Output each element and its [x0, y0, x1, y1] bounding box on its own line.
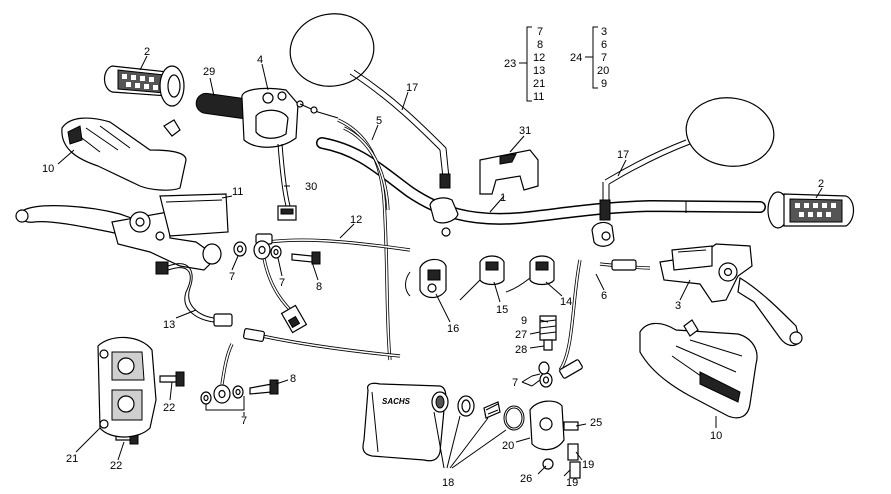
callout: 7: [241, 415, 247, 427]
callout: 17: [617, 149, 629, 161]
seal-kit: [431, 391, 525, 469]
kit-24-item: 9: [601, 78, 607, 90]
master-cylinder-right: [659, 243, 803, 347]
switches-15-14: [459, 255, 555, 301]
cables: [220, 118, 651, 385]
callout: 31: [519, 125, 531, 137]
leader-lines: [57, 55, 823, 477]
callout: 7: [279, 277, 285, 289]
kit-23-item: 12: [533, 52, 545, 64]
kit-23-label: 23: [504, 58, 516, 70]
clutch-switch: [405, 258, 447, 299]
callout: 4: [257, 54, 263, 66]
callout: 2: [144, 46, 150, 58]
hose-fittings: [243, 233, 637, 379]
callout: 29: [203, 66, 215, 78]
callout: 10: [710, 430, 722, 442]
callout: 19: [566, 477, 578, 489]
callout: 19: [582, 459, 594, 471]
callout: 2: [818, 178, 824, 190]
callout: 21: [66, 453, 78, 465]
callout: 13: [163, 319, 175, 331]
callout: 1: [500, 192, 506, 204]
brake-switch-wire: [155, 261, 233, 327]
kit-23: 23 7 8 12 13 21 11: [504, 26, 545, 103]
callout: 6: [601, 290, 607, 302]
callout-numbers: 2 29 4 10 11 30 5 17 12 7 7 8 13 22 21 2…: [42, 46, 824, 489]
kit-24-item: 6: [601, 39, 607, 51]
callout: 20: [502, 440, 514, 452]
callout: 10: [42, 163, 54, 175]
grip-left: [103, 65, 185, 107]
throttle-assembly: [195, 87, 339, 148]
callout: 28: [515, 344, 527, 356]
handguard-left: [61, 117, 187, 191]
bag-logo: SACHS: [382, 397, 411, 406]
callout: 11: [232, 186, 243, 198]
grip-right: [767, 191, 855, 229]
reservoir-body: [529, 400, 581, 479]
handlebar: [316, 137, 766, 225]
master-cylinder-left: [15, 193, 229, 271]
callout: 5: [376, 115, 382, 127]
callout: 18: [442, 477, 454, 489]
callout: 8: [316, 281, 322, 293]
kit-23-item: 13: [533, 65, 545, 77]
tool-bag: SACHS: [362, 382, 447, 462]
callout: 7: [229, 271, 235, 283]
handguard-right: [639, 319, 758, 419]
kit-23-item: 7: [537, 26, 543, 38]
callout: 26: [520, 473, 532, 485]
callout: 27: [515, 329, 527, 341]
kit-24-item: 3: [601, 26, 607, 38]
kit-24-label: 24: [570, 52, 582, 64]
callout: 14: [560, 296, 572, 308]
callout: 3: [675, 300, 681, 312]
mirror-left: [289, 13, 459, 237]
callout: 12: [350, 214, 362, 226]
callout: 9: [521, 315, 527, 327]
pin-spring: [539, 315, 557, 351]
switch-wire: [277, 143, 297, 221]
callout: 17: [406, 82, 418, 94]
callout: 22: [163, 402, 175, 414]
kit-24: 24 3 6 7 20 9: [570, 26, 609, 90]
callout: 25: [590, 417, 602, 429]
brake-caliper: [97, 336, 157, 438]
cover: [479, 149, 539, 195]
callout: 22: [110, 460, 122, 472]
callout: 8: [290, 373, 296, 385]
kit-23-item: 8: [537, 39, 543, 51]
callout: 30: [305, 181, 317, 193]
kit-23-item: 21: [533, 78, 545, 90]
mirror-right: [591, 97, 775, 247]
callout: 16: [447, 323, 459, 335]
kit-24-item: 20: [597, 65, 609, 77]
callout: 7: [512, 377, 518, 389]
kit-24-item: 7: [601, 52, 607, 64]
callout: 15: [496, 304, 508, 316]
kit-23-item: 11: [533, 91, 544, 103]
